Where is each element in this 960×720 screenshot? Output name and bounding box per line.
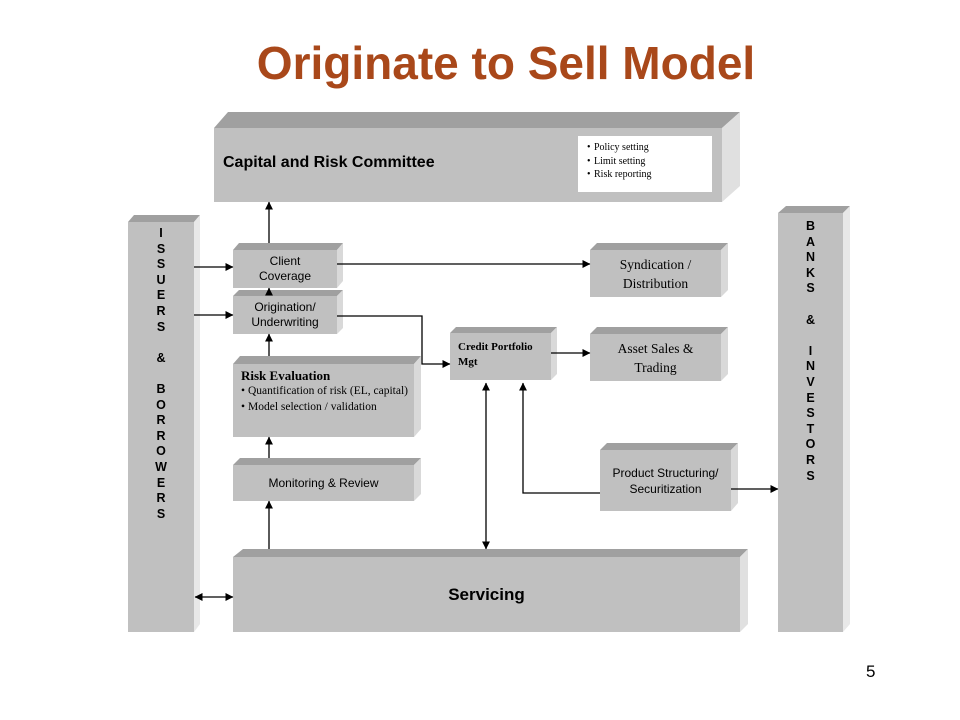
credit-portfolio-box: Credit Portfolio Mgt (450, 333, 551, 380)
committee-bullet: Limit setting (587, 155, 712, 169)
credit-top-face (450, 327, 557, 333)
issuers-letter: S (156, 319, 166, 334)
banks-letter: R (805, 452, 816, 467)
banks-letter: N (805, 250, 816, 265)
product-top-face (600, 443, 738, 450)
servicing-side-face (740, 549, 748, 632)
issuers-letter: S (156, 506, 166, 521)
origination-underwriting-label: Origination/ Underwriting (251, 300, 319, 329)
issuers-letter: W (155, 459, 167, 474)
banks-letter: T (806, 421, 815, 436)
issuers-letter: & (156, 350, 166, 365)
capital-risk-committee-label: Capital and Risk Committee (223, 154, 435, 171)
banks-letter: K (805, 265, 816, 280)
issuers-letter: E (156, 288, 166, 303)
issuers-borrowers-column (128, 222, 194, 632)
banks-top-face (778, 206, 850, 213)
product-structuring-box: Product Structuring/ Securitization (600, 450, 731, 511)
risk-evaluation-bullet: Model selection / validation (241, 400, 410, 416)
banks-letter: S (806, 468, 815, 483)
origination-top-face (233, 290, 343, 296)
issuers-top-face (128, 215, 200, 222)
client-top-face (233, 243, 343, 250)
monitoring-review-box: Monitoring & Review (233, 465, 414, 501)
risk-side-face (414, 356, 421, 437)
banks-letter: S (806, 406, 815, 421)
risk-evaluation-box: Risk Evaluation Quantification of risk (… (233, 364, 414, 437)
origination-side-face (337, 290, 343, 334)
banks-letter: I (808, 343, 813, 358)
issuers-letter: B (156, 381, 166, 396)
committee-bullet: Policy setting (587, 141, 712, 155)
banks-letter: & (805, 312, 816, 327)
banks-investors-column (778, 213, 843, 632)
page-title: Originate to Sell Model (256, 37, 756, 89)
issuers-letter: E (156, 475, 166, 490)
issuers-letter: R (156, 413, 166, 428)
client-coverage-box: Client Coverage (233, 250, 337, 288)
servicing-label: Servicing (448, 584, 525, 604)
monitoring-review-label: Monitoring & Review (268, 476, 379, 490)
committee-bullets: Policy setting Limit setting Risk report… (587, 141, 712, 182)
risk-evaluation-bullet: Quantification of risk (EL, capital) (241, 384, 410, 400)
issuers-letter: R (156, 303, 166, 318)
product-side-face (731, 443, 738, 511)
issuers-letter: O (156, 444, 166, 459)
issuers-letter: O (156, 397, 166, 412)
asset-sales-trading-label: Asset Sales & Trading (617, 340, 694, 375)
client-coverage-label: Client Coverage (258, 254, 312, 283)
issuers-letter: I (159, 226, 163, 240)
banks-letter: A (805, 234, 816, 249)
banks-letter: V (806, 374, 815, 389)
arrow-product-to-credit (519, 382, 600, 494)
committee-bullet: Risk reporting (587, 168, 712, 182)
syndication-distribution-label: Syndication / Distribution (619, 256, 692, 291)
arrow-origination-to-credit (337, 315, 451, 368)
origination-underwriting-box: Origination/ Underwriting (233, 296, 337, 334)
committee-side-face (722, 112, 740, 202)
issuers-side-face (194, 215, 200, 632)
committee-bullets-panel: Policy setting Limit setting Risk report… (578, 136, 712, 192)
credit-portfolio-label: Credit Portfolio Mgt (458, 341, 533, 368)
issuers-letter: R (156, 491, 166, 506)
page-number: 5 (866, 662, 876, 681)
syndication-distribution-box: Syndication / Distribution (590, 250, 721, 297)
issuers-letter: S (156, 241, 166, 256)
servicing-box: Servicing (233, 557, 740, 632)
risk-evaluation-heading: Risk Evaluation (241, 368, 331, 383)
syndication-top-face (590, 243, 728, 250)
banks-letter: E (806, 390, 815, 405)
asset-sales-trading-box: Asset Sales & Trading (590, 334, 721, 381)
asset-sales-top-face (590, 327, 728, 334)
client-side-face (337, 243, 343, 288)
banks-letter: O (805, 437, 816, 452)
monitoring-side-face (414, 458, 421, 501)
issuers-letter: S (156, 257, 166, 272)
monitoring-top-face (233, 458, 421, 465)
banks-letter: N (805, 359, 816, 374)
issuers-letter: R (156, 428, 166, 443)
product-structuring-label: Product Structuring/ Securitization (612, 465, 719, 496)
syndication-side-face (721, 243, 728, 297)
asset-sales-side-face (721, 327, 728, 381)
banks-letter: S (806, 281, 815, 296)
issuers-letter: U (156, 272, 166, 287)
banks-letter: B (805, 219, 816, 233)
banks-side-face (843, 206, 850, 632)
risk-evaluation-bullets: Quantification of risk (EL, capital) Mod… (241, 384, 410, 415)
servicing-top-face (233, 549, 748, 557)
committee-top-face (214, 112, 740, 128)
risk-top-face (233, 356, 421, 364)
